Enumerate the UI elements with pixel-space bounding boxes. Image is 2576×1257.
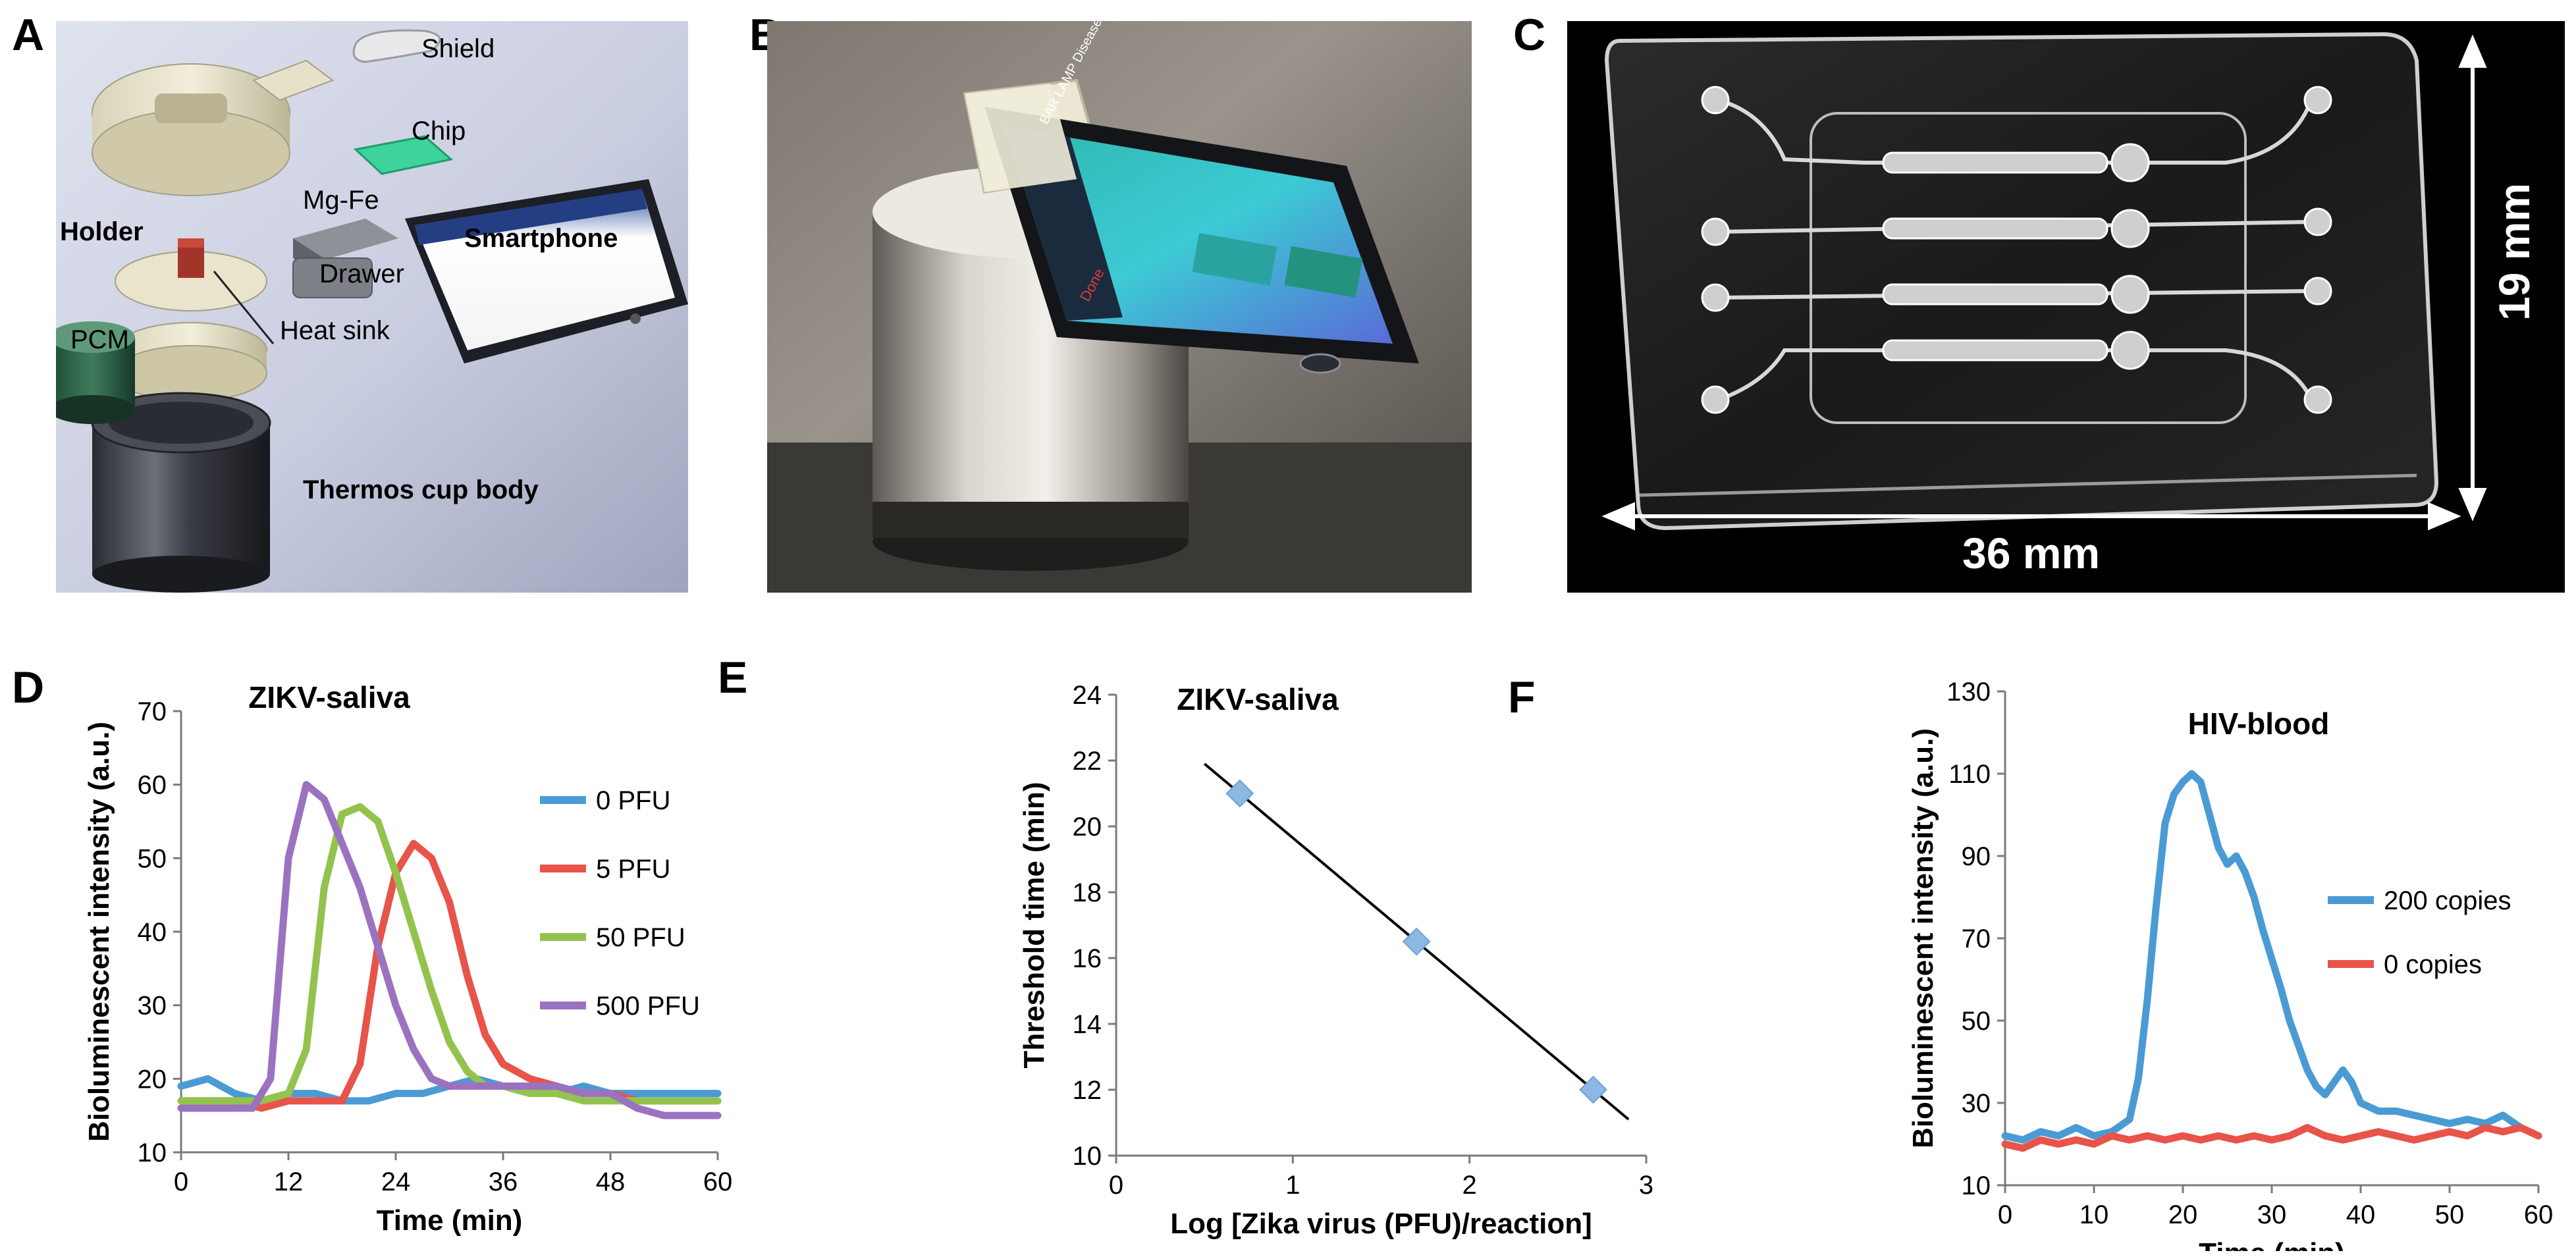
chip-width-label: 36 mm (1962, 529, 2101, 577)
label-chip: Chip (412, 117, 466, 146)
data-point-marker (1225, 779, 1254, 808)
y-tick-label: 10 (1962, 1171, 1991, 1200)
x-tick-label: 0 (174, 1167, 188, 1196)
y-tick-label: 10 (138, 1138, 167, 1167)
y-tick-label: 60 (138, 771, 167, 800)
panel-letter-e: E (718, 653, 748, 703)
x-tick-label: 2 (1462, 1171, 1477, 1200)
y-tick-label: 18 (1073, 878, 1102, 907)
legend-label: 5 PFU (596, 855, 670, 884)
label-heat-sink: Heat sink (280, 316, 390, 345)
y-tick-label: 10 (1073, 1142, 1102, 1171)
panel-letter-a: A (12, 10, 45, 60)
y-tick-label: 50 (138, 844, 167, 873)
shield-shape (352, 29, 441, 63)
x-tick-label: 3 (1639, 1171, 1653, 1200)
dimension-arrows (1601, 34, 2487, 531)
legend-label: 500 PFU (596, 992, 700, 1021)
chart-f-hiv-blood-time-course: 10305070901101300102030405060Time (min)B… (1907, 678, 2554, 1251)
y-tick-label: 22 (1073, 747, 1102, 776)
chip-photo: 36 mm 19 mm (1567, 21, 2565, 593)
y-tick-label: 110 (1948, 760, 1991, 789)
y-axis-label: Bioluminescent intensity (a.u.) (1907, 728, 1939, 1148)
y-tick-label: 30 (1962, 1089, 1991, 1118)
holder-shape (92, 59, 335, 196)
x-tick-label: 10 (2080, 1200, 2109, 1229)
chart-title: ZIKV-saliva (248, 680, 410, 714)
chip-photo-svg (1601, 32, 2487, 531)
x-tick-label: 30 (2257, 1200, 2287, 1229)
series-line-50-pfu (177, 803, 722, 1105)
legend-label: 200 copies (2384, 886, 2511, 915)
x-tick-label: 20 (2168, 1200, 2198, 1229)
series-line-500-pfu (177, 781, 722, 1119)
y-tick-label: 20 (1073, 813, 1102, 842)
y-axis-label: Bioluminescent intensity (a.u.) (83, 722, 115, 1142)
y-tick-label: 70 (138, 697, 167, 726)
device-photo: BAR LAMP Disease Diagnostics Done (767, 21, 1472, 593)
x-tick-label: 24 (381, 1167, 411, 1196)
x-axis-label: Log [Zika virus (PFU)/reaction] (1170, 1208, 1592, 1240)
panel-letter-d: D (12, 662, 45, 712)
chart-title: ZIKV-saliva (1177, 682, 1339, 716)
x-axis-label: Time (min) (377, 1204, 523, 1237)
label-smartphone: Smartphone (464, 224, 618, 253)
y-tick-label: 40 (138, 918, 167, 947)
x-tick-label: 12 (274, 1167, 304, 1196)
chip-height-label: 19 mm (2490, 182, 2538, 321)
thermos-cup-body-shape (91, 392, 271, 593)
x-tick-label: 48 (596, 1167, 626, 1196)
legend-label: 50 PFU (596, 923, 685, 952)
y-tick-label: 130 (1946, 678, 1991, 707)
heat-sink-leader-line (213, 271, 275, 344)
device-illustration-svg (56, 21, 688, 593)
label-pcm: PCM (70, 325, 129, 354)
device-photo-svg (767, 21, 1472, 593)
y-tick-label: 30 (138, 992, 167, 1021)
x-tick-label: 0 (1109, 1171, 1123, 1200)
label-thermos-cup-body: Thermos cup body (303, 475, 539, 504)
smartphone-shape (405, 179, 688, 363)
data-point-marker (1402, 927, 1431, 956)
pcm-shape (56, 321, 135, 424)
y-tick-label: 12 (1073, 1076, 1102, 1105)
label-holder: Holder (60, 217, 144, 246)
y-tick-label: 50 (1962, 1007, 1991, 1036)
label-mg-fe: Mg-Fe (303, 186, 379, 215)
series-line-200-copies (2001, 770, 2542, 1144)
x-tick-label: 60 (2524, 1200, 2554, 1229)
y-tick-label: 70 (1962, 924, 1991, 953)
panel-letter-c: C (1513, 10, 1546, 60)
legend-label: 0 PFU (596, 786, 670, 815)
legend-label: 0 copies (2384, 950, 2482, 979)
y-tick-label: 14 (1073, 1010, 1102, 1039)
x-tick-label: 1 (1285, 1171, 1300, 1200)
y-tick-label: 20 (138, 1065, 167, 1094)
x-tick-label: 40 (2346, 1200, 2376, 1229)
x-tick-label: 0 (1998, 1200, 2012, 1229)
chart-title: HIV-blood (2188, 707, 2330, 741)
data-point-marker (1579, 1075, 1607, 1104)
chip-shape (353, 135, 454, 175)
phone-in-photo (984, 107, 1419, 374)
label-drawer: Drawer (319, 259, 404, 288)
panel-letter-f: F (1508, 672, 1536, 722)
series-line-0-copies (2001, 1124, 2542, 1152)
x-tick-label: 36 (489, 1167, 518, 1196)
x-tick-label: 60 (703, 1167, 733, 1196)
x-axis-label: Time (min) (2199, 1237, 2345, 1251)
drawer-shape (292, 219, 398, 298)
y-tick-label: 90 (1962, 842, 1991, 871)
y-tick-label: 16 (1073, 944, 1102, 973)
y-tick-label: 24 (1073, 681, 1102, 710)
device-exploded-illustration: Shield Chip Mg-Fe Holder Drawer Smartpho… (56, 21, 688, 593)
x-tick-label: 50 (2435, 1200, 2465, 1229)
chip-chambers (1701, 86, 2332, 414)
y-axis-label: Threshold time (min) (1018, 782, 1050, 1068)
label-shield: Shield (421, 34, 495, 63)
heat-sink-shape (115, 238, 267, 402)
